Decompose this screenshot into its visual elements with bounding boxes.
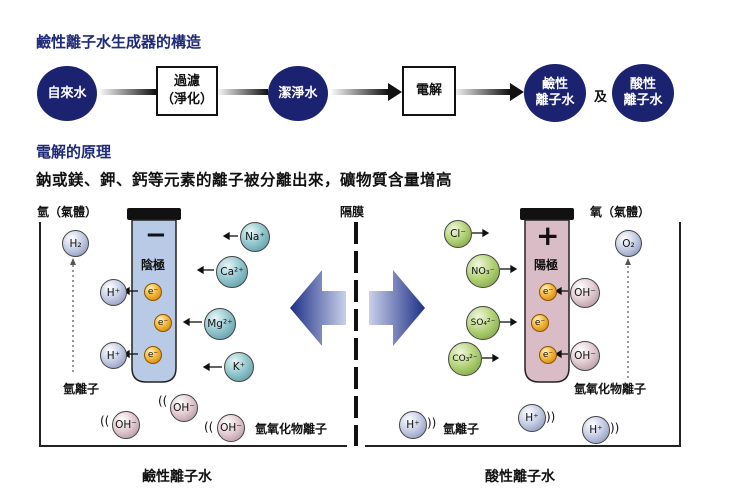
anode-sign: +	[536, 219, 560, 252]
flow-connectors	[98, 83, 524, 101]
h-plus-ion: H⁺	[100, 342, 127, 369]
h-plus-ion: H⁺	[100, 279, 127, 306]
calcium-ion: Ca²⁺	[216, 256, 248, 288]
anode-label: 陽極	[534, 258, 559, 272]
carbonate-ion: CO₃²⁻	[448, 342, 482, 376]
alkaline-water-caption: 鹼性離子水	[142, 469, 212, 485]
arrow-to-cathode	[290, 270, 346, 346]
hydrogen-gas-label: 氫（氣體）	[37, 205, 98, 219]
tank-wall-right	[365, 222, 681, 447]
o2-molecule: O₂	[615, 230, 642, 257]
electron: e⁻	[144, 346, 162, 364]
hydrogen-ion-label: 氫離子	[443, 422, 480, 436]
h-plus-ion: H⁺	[582, 416, 610, 444]
cathode-label: 陰極	[141, 258, 166, 272]
electron: e⁻	[154, 314, 172, 332]
node-tap-water: 自來水	[37, 66, 97, 121]
filter-label: 過濾 （淨化）	[160, 74, 213, 107]
magnesium-ion: Mg²⁺	[204, 308, 236, 340]
h-ion-group: ))	[427, 416, 437, 430]
hydroxide-ion-label: 氫氧化物離子	[574, 382, 647, 396]
anode-cap	[520, 208, 574, 220]
hydroxide-ion: OH⁻	[570, 341, 600, 371]
h-ion-group: ))	[610, 421, 620, 435]
h-ion-group: ))	[546, 410, 556, 424]
potassium-ion: K⁺	[224, 352, 254, 382]
acid-water-caption: 酸性離子水	[485, 469, 555, 485]
h-plus-ion: H⁺	[399, 411, 427, 439]
electron: e⁻	[144, 283, 162, 301]
hydroxide-ion: OH⁻	[170, 394, 198, 422]
sulfate-ion: SO₄²⁻	[466, 306, 500, 340]
hydroxide-ion: OH⁻	[217, 414, 245, 442]
principle-title: 電解的原理	[36, 143, 112, 161]
hydroxide-ion-label: 氫氧化物離子	[255, 422, 328, 436]
membrane-label: 隔膜	[340, 205, 365, 219]
nitrate-ion: NO₃⁻	[466, 254, 500, 288]
oh-ion-group: ((	[100, 414, 110, 428]
oh-ion-group: ((	[204, 420, 214, 434]
electron: e⁻	[539, 346, 557, 364]
cathode-sign: −	[145, 220, 167, 250]
oxygen-gas-label: 氧（氣體）	[590, 205, 651, 219]
h2-molecule: H₂	[62, 230, 89, 257]
cathode-cap	[127, 208, 181, 220]
tank-wall-left	[39, 222, 347, 447]
anode-body	[524, 219, 570, 383]
acid-label: 酸性 離子水	[623, 77, 663, 108]
node-acid-water: 酸性 離子水	[612, 64, 674, 122]
and-label: 及	[594, 90, 608, 105]
chloride-ion: Cl⁻	[444, 220, 472, 248]
node-alkaline-water: 鹼性 離子水	[524, 64, 586, 122]
principle-subtitle: 鈉或鎂、鉀、鈣等元素的離子被分離出來，礦物質含量增高	[36, 171, 453, 189]
arrow-to-anode	[369, 270, 425, 346]
hydroxide-ion: OH⁻	[570, 278, 600, 308]
h-plus-ion: H⁺	[518, 404, 546, 432]
sodium-ion: Na⁺	[240, 222, 270, 252]
hydrogen-ion-label: 氫離子	[63, 382, 100, 396]
alkaline-label: 鹼性 離子水	[535, 77, 575, 108]
electron: e⁻	[531, 314, 549, 332]
node-clean-water: 潔淨水	[268, 66, 328, 121]
box-electrolysis: 電解	[402, 66, 456, 116]
hydroxide-ion: OH⁻	[112, 411, 140, 439]
oh-ion-group: ((	[158, 394, 168, 408]
cathode-body	[131, 219, 177, 383]
page-title: 鹼性離子水生成器的構造	[36, 33, 202, 51]
electron: e⁻	[539, 283, 557, 301]
box-filter: 過濾 （淨化）	[156, 66, 218, 116]
